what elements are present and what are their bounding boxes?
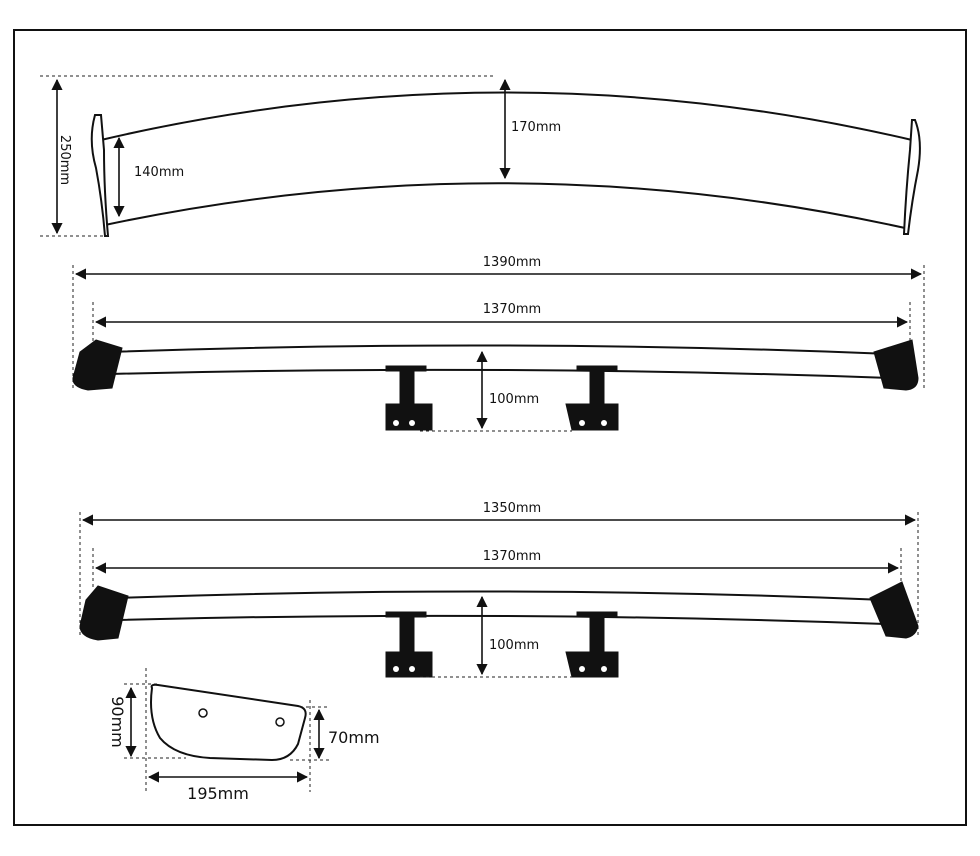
front2-bolt-hole bbox=[393, 666, 399, 672]
front1-inner-width-label: 1370mm bbox=[483, 302, 541, 317]
endplate-length-label: 195mm bbox=[187, 784, 249, 803]
center-chord-label: 170mm bbox=[511, 120, 561, 135]
front1-left-stand bbox=[385, 365, 433, 431]
endplate-rear-height-label: 70mm bbox=[328, 728, 380, 747]
front1-main-plane bbox=[109, 344, 891, 380]
front1-bolt-hole bbox=[409, 420, 415, 426]
endplate-height-label: 90mm bbox=[108, 696, 127, 748]
front2-left-endplate bbox=[79, 585, 129, 641]
top-view-right-fin bbox=[902, 119, 921, 235]
front-view-2: 1350mm 1370mm 100mm bbox=[79, 501, 919, 678]
top-view-left-fin bbox=[90, 114, 110, 237]
front1-stand-height-label: 100mm bbox=[489, 392, 539, 407]
end-chord-label: 140mm bbox=[134, 165, 184, 180]
top-view: 250mm 140mm 170mm bbox=[40, 75, 921, 237]
front2-inner-width-label: 1370mm bbox=[483, 549, 541, 564]
front2-main-plane bbox=[117, 590, 886, 626]
front2-bolt-hole bbox=[579, 666, 585, 672]
diagram-frame bbox=[13, 29, 967, 826]
endplate-shape bbox=[150, 683, 307, 762]
front2-stand-height-label: 100mm bbox=[489, 638, 539, 653]
endplate-mount-hole bbox=[275, 717, 285, 727]
front1-right-stand bbox=[565, 365, 619, 431]
top-view-wing-outline bbox=[99, 91, 914, 230]
front2-bolt-hole bbox=[601, 666, 607, 672]
front1-bolt-hole bbox=[579, 420, 585, 426]
front2-right-stand bbox=[565, 611, 619, 678]
front2-outer-width-label: 1350mm bbox=[483, 501, 541, 516]
front1-bolt-hole bbox=[601, 420, 607, 426]
endplate-detail: 90mm 70mm 195mm bbox=[108, 668, 380, 803]
front2-bolt-hole bbox=[409, 666, 415, 672]
endplate-mount-hole bbox=[198, 708, 208, 718]
total-height-label: 250mm bbox=[57, 135, 72, 185]
front1-bolt-hole bbox=[393, 420, 399, 426]
front1-right-endplate bbox=[873, 339, 919, 391]
front2-right-endplate bbox=[869, 581, 919, 639]
front1-left-endplate bbox=[72, 339, 123, 391]
front2-left-stand bbox=[385, 611, 433, 678]
front1-outer-width-label: 1390mm bbox=[483, 255, 541, 270]
front-view-1: 1390mm 1370mm 100mm bbox=[72, 255, 925, 432]
